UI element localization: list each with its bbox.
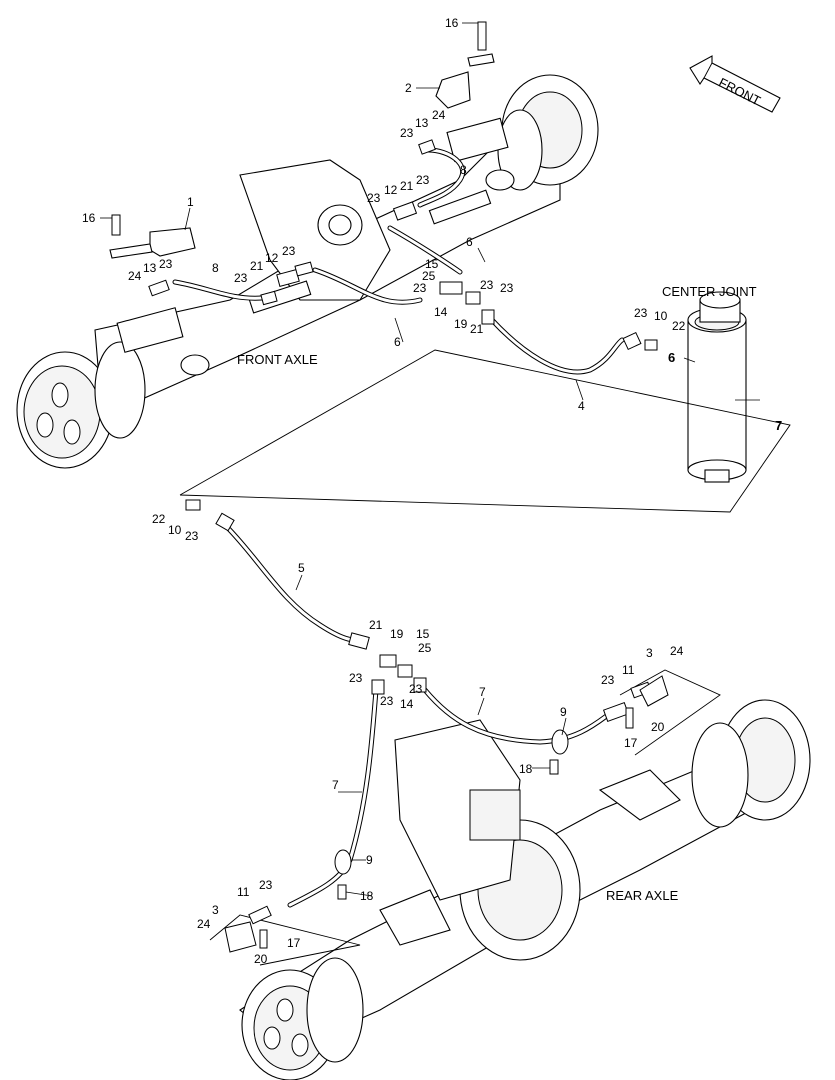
bolt-16-right: [477, 21, 487, 51]
callout-15: 15: [425, 257, 439, 271]
callout-24: 24: [197, 917, 211, 931]
center-joint: [687, 291, 760, 483]
callout-7: 7: [332, 778, 339, 792]
callout-23: 23: [480, 278, 494, 292]
front-axle-label: FRONT AXLE: [237, 352, 318, 367]
rear-axle-assembly: [239, 699, 811, 1080]
callout-18: 18: [360, 889, 374, 903]
callout-4: 4: [578, 399, 585, 413]
callout-8: 8: [212, 261, 219, 275]
front-axle-assembly: [16, 74, 599, 469]
callout-23: 23: [234, 271, 248, 285]
callout-11: 11: [622, 663, 635, 677]
callout-7: 7: [775, 418, 782, 433]
callout-21: 21: [250, 259, 264, 273]
callout-3: 3: [646, 646, 653, 660]
callout-3: 3: [212, 903, 219, 917]
callout-21: 21: [400, 179, 414, 193]
callout-10: 10: [654, 309, 668, 323]
callout-23: 23: [282, 244, 296, 258]
callout-18: 18: [519, 762, 533, 776]
leader-lines: [100, 22, 696, 897]
callout-23: 23: [634, 306, 648, 320]
callout-10: 10: [168, 523, 182, 537]
callout-23: 23: [185, 529, 199, 543]
callout-2: 2: [405, 81, 412, 95]
callout-numbers: 16 2 24 13 23 8 23 12 21 23 16 1 24 13 2…: [82, 16, 782, 966]
callout-5: 5: [298, 561, 305, 575]
callout-1: 1: [187, 195, 194, 209]
callout-24: 24: [432, 108, 446, 122]
fittings: [111, 21, 669, 953]
callout-9: 9: [560, 705, 567, 719]
callout-23: 23: [349, 671, 363, 685]
callout-23: 23: [601, 673, 615, 687]
callout-23: 23: [159, 257, 173, 271]
callout-23: 23: [413, 281, 427, 295]
callout-14: 14: [400, 697, 414, 711]
callout-16: 16: [82, 211, 96, 225]
callout-13: 13: [415, 116, 429, 130]
callout-23: 23: [409, 682, 423, 696]
center-joint-label: CENTER JOINT: [662, 284, 757, 299]
callout-16: 16: [445, 16, 459, 30]
callout-23: 23: [380, 694, 394, 708]
callout-22: 22: [152, 512, 166, 526]
callout-23: 23: [416, 173, 430, 187]
callout-11: 11: [237, 885, 250, 899]
callout-12: 12: [265, 251, 279, 265]
callout-9: 9: [366, 853, 373, 867]
hoses: [172, 147, 625, 908]
bracket-2: [435, 53, 495, 109]
callout-19: 19: [454, 317, 468, 331]
callout-17: 17: [624, 736, 638, 750]
callout-6: 6: [668, 350, 675, 365]
front-direction-arrow: FRONT: [689, 55, 781, 113]
callout-23: 23: [259, 878, 273, 892]
callout-21: 21: [369, 618, 383, 632]
callout-23: 23: [400, 126, 414, 140]
callout-25: 25: [418, 641, 432, 655]
callout-13: 13: [143, 261, 157, 275]
callout-24: 24: [670, 644, 684, 658]
callout-14: 14: [434, 305, 448, 319]
callout-25: 25: [422, 269, 436, 283]
callout-6: 6: [466, 235, 473, 249]
callout-22: 22: [672, 319, 686, 333]
callout-21: 21: [470, 322, 484, 336]
callout-12: 12: [384, 183, 398, 197]
callout-24: 24: [128, 269, 142, 283]
callout-6: 6: [394, 335, 401, 349]
callout-20: 20: [651, 720, 665, 734]
callout-23: 23: [367, 191, 381, 205]
bolt-16-left: [111, 214, 121, 236]
callout-17: 17: [287, 936, 301, 950]
bracket-1: [109, 227, 196, 259]
callout-15: 15: [416, 627, 430, 641]
callout-23: 23: [500, 281, 514, 295]
callout-20: 20: [254, 952, 268, 966]
callout-19: 19: [390, 627, 404, 641]
callout-8: 8: [460, 163, 467, 177]
rear-axle-label: REAR AXLE: [606, 888, 679, 903]
callout-7: 7: [479, 685, 486, 699]
